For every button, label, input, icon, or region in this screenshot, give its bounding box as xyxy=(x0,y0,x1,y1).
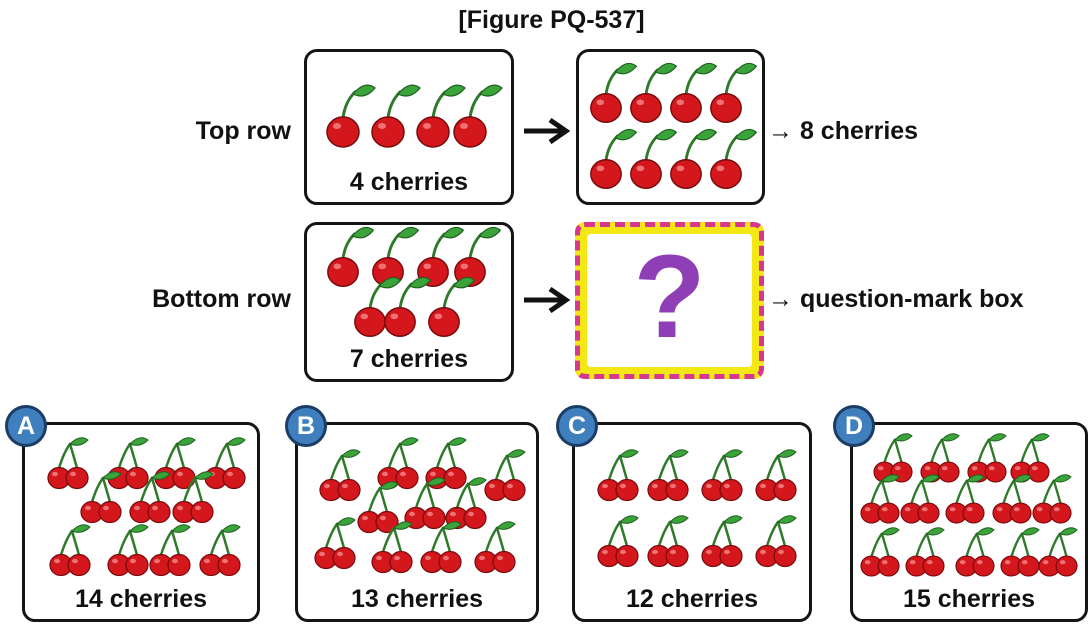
cherry-top-left-1 xyxy=(326,84,376,148)
cherry-option-d-2 xyxy=(920,433,960,483)
cherry-top-left-4 xyxy=(453,84,503,148)
cherry-option-a-6 xyxy=(129,471,171,524)
cherry-option-c-8 xyxy=(755,515,797,568)
bottom-arrow-icon xyxy=(524,287,570,313)
option-d-badge[interactable]: D xyxy=(833,405,875,447)
cherry-option-a-2 xyxy=(107,437,149,490)
cherry-option-d-10 xyxy=(860,527,900,577)
cherry-option-a-5 xyxy=(80,471,122,524)
cherry-option-d-5 xyxy=(860,474,900,524)
cherry-option-b-10 xyxy=(420,521,462,574)
cherry-top-right-6 xyxy=(630,128,678,189)
cherry-option-d-6 xyxy=(900,474,940,524)
cherry-option-a-9 xyxy=(107,524,149,577)
cherry-option-b-7 xyxy=(445,477,487,530)
cherry-bottom-left-7 xyxy=(428,276,476,337)
cherry-option-b-4 xyxy=(484,449,526,502)
cherry-top-left-2 xyxy=(371,84,421,148)
cherry-bottom-left-1 xyxy=(327,226,375,287)
cherry-option-d-3 xyxy=(967,433,1007,483)
cherry-option-b-1 xyxy=(319,449,361,502)
cherry-option-d-8 xyxy=(992,474,1032,524)
figure-title: [Figure PQ-537] xyxy=(458,6,645,34)
bottom-left-panel: 7 cherries xyxy=(304,222,514,382)
cherry-option-d-12 xyxy=(955,527,995,577)
cherry-top-right-3 xyxy=(670,62,718,123)
cherry-option-a-11 xyxy=(199,524,241,577)
cherry-option-d-11 xyxy=(905,527,945,577)
top-left-caption: 4 cherries xyxy=(349,168,469,196)
cherry-option-a-10 xyxy=(149,524,191,577)
cherry-bottom-left-6 xyxy=(384,276,432,337)
option-c-panel[interactable]: 12 cherries xyxy=(572,422,812,622)
option-d-caption: 15 cherries xyxy=(902,585,1036,613)
cherry-option-b-5 xyxy=(357,481,399,534)
question-mark-box: ? xyxy=(575,222,764,379)
cherry-bottom-left-4 xyxy=(454,226,502,287)
cherry-option-c-7 xyxy=(701,515,743,568)
cherry-option-d-9 xyxy=(1032,474,1072,524)
option-b-badge[interactable]: B xyxy=(285,405,327,447)
cherry-option-d-13 xyxy=(1000,527,1040,577)
cherry-option-c-4 xyxy=(755,449,797,502)
bottom-row-result: → question-mark box xyxy=(768,285,1024,313)
question-mark-icon: ? xyxy=(633,231,706,363)
cherry-top-right-8 xyxy=(710,128,758,189)
cherry-option-d-4 xyxy=(1010,433,1050,483)
option-b-caption: 13 cherries xyxy=(350,585,484,613)
cherry-option-a-4 xyxy=(204,437,246,490)
cherry-top-right-5 xyxy=(590,128,638,189)
cherry-option-c-2 xyxy=(647,449,689,502)
bottom-left-caption: 7 cherries xyxy=(349,345,469,373)
cherry-option-c-5 xyxy=(597,515,639,568)
cherry-option-a-7 xyxy=(172,471,214,524)
cherry-option-a-8 xyxy=(49,524,91,577)
cherry-option-c-3 xyxy=(701,449,743,502)
bottom-row-label: Bottom row xyxy=(152,285,291,313)
cherry-top-right-1 xyxy=(590,62,638,123)
cherry-top-right-4 xyxy=(710,62,758,123)
cherry-bottom-left-5 xyxy=(354,276,402,337)
cherry-top-left-3 xyxy=(416,84,466,148)
cherry-option-d-14 xyxy=(1038,527,1078,577)
cherry-option-a-3 xyxy=(154,437,196,490)
cherry-top-right-7 xyxy=(670,128,718,189)
option-c-badge[interactable]: C xyxy=(556,405,598,447)
cherry-top-right-2 xyxy=(630,62,678,123)
option-a-caption: 14 cherries xyxy=(74,585,208,613)
cherry-option-a-1 xyxy=(47,437,89,490)
cherry-option-c-6 xyxy=(647,515,689,568)
cherry-option-d-7 xyxy=(945,474,985,524)
top-arrow-icon xyxy=(524,118,570,144)
option-a-badge[interactable]: A xyxy=(5,405,47,447)
top-row-result: → 8 cherries xyxy=(768,117,919,145)
cherry-option-b-8 xyxy=(314,517,356,570)
top-row-label: Top row xyxy=(195,117,291,145)
cherry-option-b-2 xyxy=(377,437,419,490)
cherry-option-b-11 xyxy=(474,521,516,574)
option-c-caption: 12 cherries xyxy=(625,585,759,613)
cherry-option-c-1 xyxy=(597,449,639,502)
cherry-option-b-9 xyxy=(371,521,413,574)
